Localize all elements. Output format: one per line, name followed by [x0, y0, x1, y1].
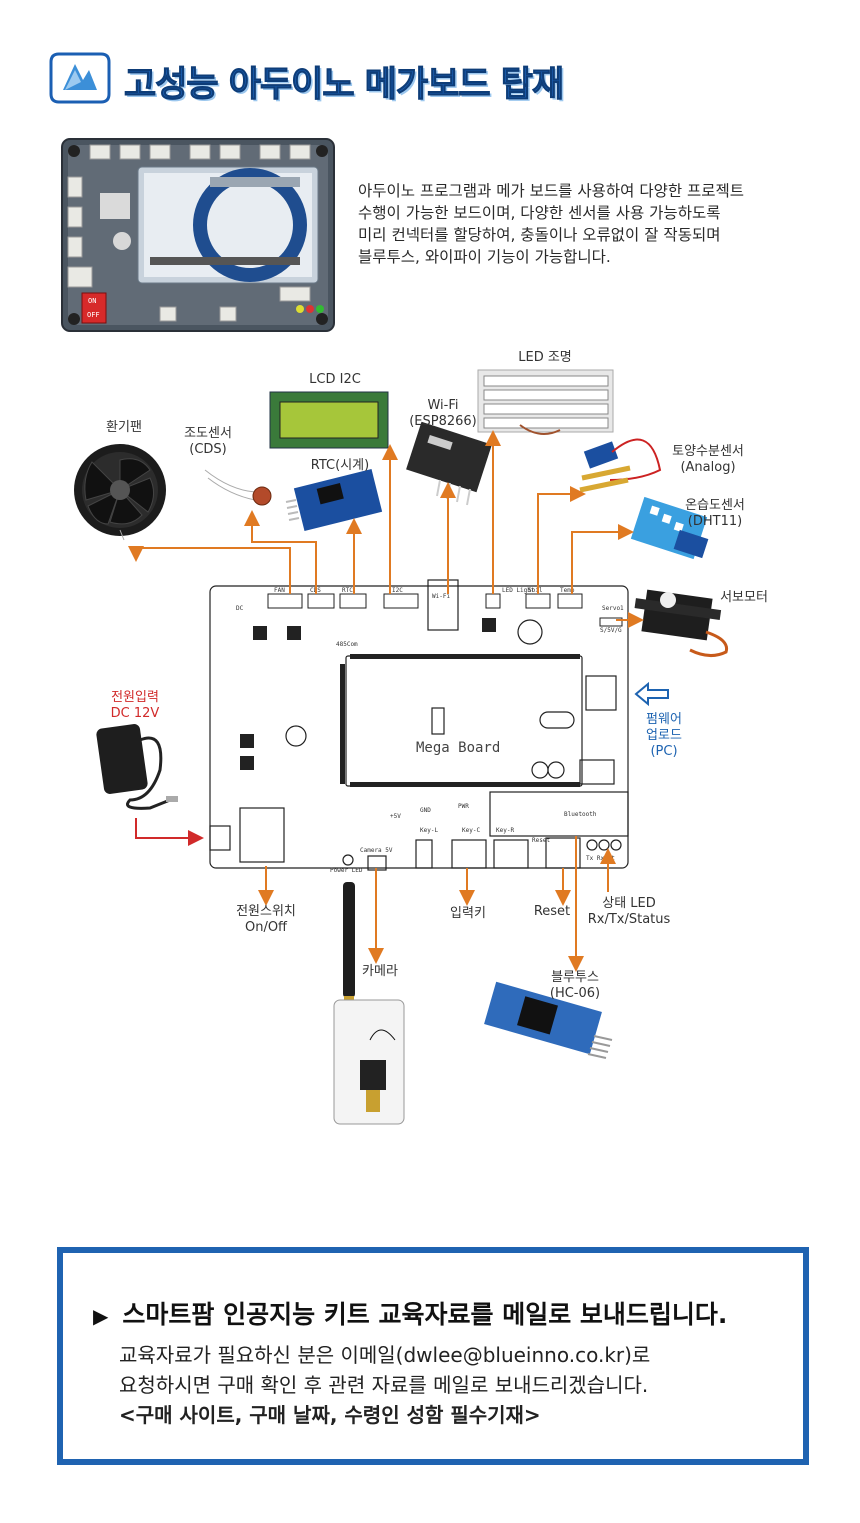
board-servo-text: Servo1 [602, 605, 624, 612]
dht-sensor [630, 496, 709, 560]
label-status-led-2: Rx/Tx/Status [587, 912, 671, 927]
board-txrx-text: Tx Rx St [586, 855, 615, 862]
label-reset: Reset [533, 904, 571, 919]
label-bluetooth-model: (HC-06) [549, 986, 601, 1001]
mail-line-1: 교육자료가 필요하신 분은 이메일(dwlee@blueinno.co.kr)로 [119, 1343, 651, 1367]
led-light-module [477, 369, 614, 435]
board-connectors [267, 593, 623, 627]
intro-line: 아두이노 프로그램과 메가 보드를 사용하여 다양한 프로젝트 [358, 182, 745, 200]
board-powerled-text: Power LED [330, 867, 363, 874]
label-status-led: 상태 LED [602, 896, 656, 911]
intro-text: 아두이노 프로그램과 메가 보드를 사용하여 다양한 프로젝트 수행이 가능한 … [358, 180, 828, 268]
servo-motor [634, 589, 729, 657]
label-fan: 환기팬 [106, 420, 142, 435]
board-i2c-text: I2C [392, 587, 403, 594]
label-bluetooth: 블루투스 [551, 970, 599, 985]
board-ledlight-text: LED Light [502, 587, 535, 594]
board-pwr-text: PWR [458, 803, 469, 810]
board-reset-text: Reset [532, 837, 550, 844]
label-camera: 카메라 [362, 964, 398, 979]
product-photo: ON OFF [60, 137, 336, 333]
label-firmware: 펌웨어 [646, 712, 682, 727]
board-wifi-text: Wi-Fi [432, 593, 450, 600]
label-led: LED 조명 [518, 350, 572, 365]
label-firmware-3: (PC) [650, 744, 678, 759]
board-keyr-text: Key-R [496, 827, 514, 834]
arrow-cds [244, 510, 317, 594]
connection-arrows [128, 430, 644, 972]
camera-module [333, 882, 405, 1125]
rtc-module [285, 468, 383, 532]
fan-module [74, 444, 166, 541]
label-dht: 온습도센서 [685, 498, 745, 513]
cds-sensor [204, 469, 272, 506]
switch-off-label: OFF [87, 311, 100, 319]
bluetooth-module [484, 981, 613, 1059]
board-keyl-text: Key-L [420, 827, 438, 834]
board-name: Mega Board [416, 740, 500, 756]
label-lcd: LCD I2C [309, 372, 361, 387]
arrow-soil [537, 486, 586, 594]
intro-line: 수행이 가능한 보드이며, 다양한 센서를 사용 가능하도록 [358, 204, 721, 222]
board-gnd-text: GND [420, 807, 431, 814]
board-fan-text: FAN [274, 587, 285, 594]
mega-board [209, 579, 629, 871]
arrow-power-in [135, 818, 204, 846]
label-soil: 토양수분센서 [672, 444, 744, 459]
label-switch-2: On/Off [244, 920, 288, 935]
board-rtc-text: RTC [342, 587, 353, 594]
board-485-text: 485Com [336, 641, 358, 648]
board-bt-text: Bluetooth [564, 811, 597, 818]
label-wifi: Wi-Fi [427, 398, 459, 413]
label-firmware-2: 업로드 [646, 728, 682, 743]
board-temp-text: Temp [560, 587, 575, 594]
label-power-in-spec: DC 12V [110, 706, 160, 721]
board-chips [240, 618, 580, 787]
label-cds-model: (CDS) [189, 442, 227, 457]
switch-on-label: ON [88, 297, 96, 305]
arrow-dht [571, 524, 634, 594]
components-illustration: Mega Board Bluetooth PWR GND Key-L Key-C… [74, 369, 729, 1125]
board-camera5v-text: Camera 5V [360, 847, 393, 854]
board-servo-pins-text: S/5V/G [600, 627, 622, 634]
board-keyc-text: Key-C [462, 827, 480, 834]
intro-line: 미리 컨넥터를 할당하여, 충돌이나 오류없이 잘 작동되며 [358, 226, 721, 244]
label-power-in: 전원입력 [111, 690, 159, 705]
label-soil-model: (Analog) [680, 460, 736, 475]
label-servo: 서보모터 [720, 590, 768, 605]
soil-sensor [579, 438, 662, 493]
label-dht-model: (DHT11) [687, 514, 743, 529]
mail-title: ▶ 스마트팜 인공지능 키트 교육자료를 메일로 보내드립니다. [93, 1295, 727, 1331]
intro-line: 블루투스, 와이파이 기능이 가능합니다. [358, 248, 611, 266]
mail-notice-box: ▶ 스마트팜 인공지능 키트 교육자료를 메일로 보내드립니다. 교육자료가 필요… [57, 1247, 809, 1465]
board-dc-text: DC [236, 605, 244, 612]
label-switch: 전원스위치 [236, 904, 296, 919]
header-logo-icon [49, 50, 111, 106]
label-wifi-model: (ESP8266) [409, 414, 477, 429]
play-triangle-icon: ▶ [93, 1304, 109, 1328]
page-title: 고성능 아두이노 메가보드 탑재 [123, 65, 564, 106]
mail-line-3: <구매 사이트, 구매 날짜, 수령인 성함 필수기재> [119, 1403, 541, 1427]
board-5v-text: +5V [390, 813, 401, 820]
board-soil-text: Soil [528, 587, 543, 594]
arrow-fan [128, 546, 291, 594]
label-cds: 조도센서 [184, 426, 232, 441]
mail-title-text: 스마트팜 인공지능 키트 교육자료를 메일로 보내드립니다. [122, 1300, 728, 1329]
label-input-key: 입력키 [450, 906, 486, 921]
arrow-firmware [634, 681, 669, 707]
mail-line-2: 요청하시면 구매 확인 후 관련 자료를 메일로 보내드리겠습니다. [119, 1373, 649, 1397]
label-rtc: RTC(시계) [310, 458, 370, 473]
lcd-module [269, 391, 389, 449]
power-adapter [96, 724, 178, 810]
